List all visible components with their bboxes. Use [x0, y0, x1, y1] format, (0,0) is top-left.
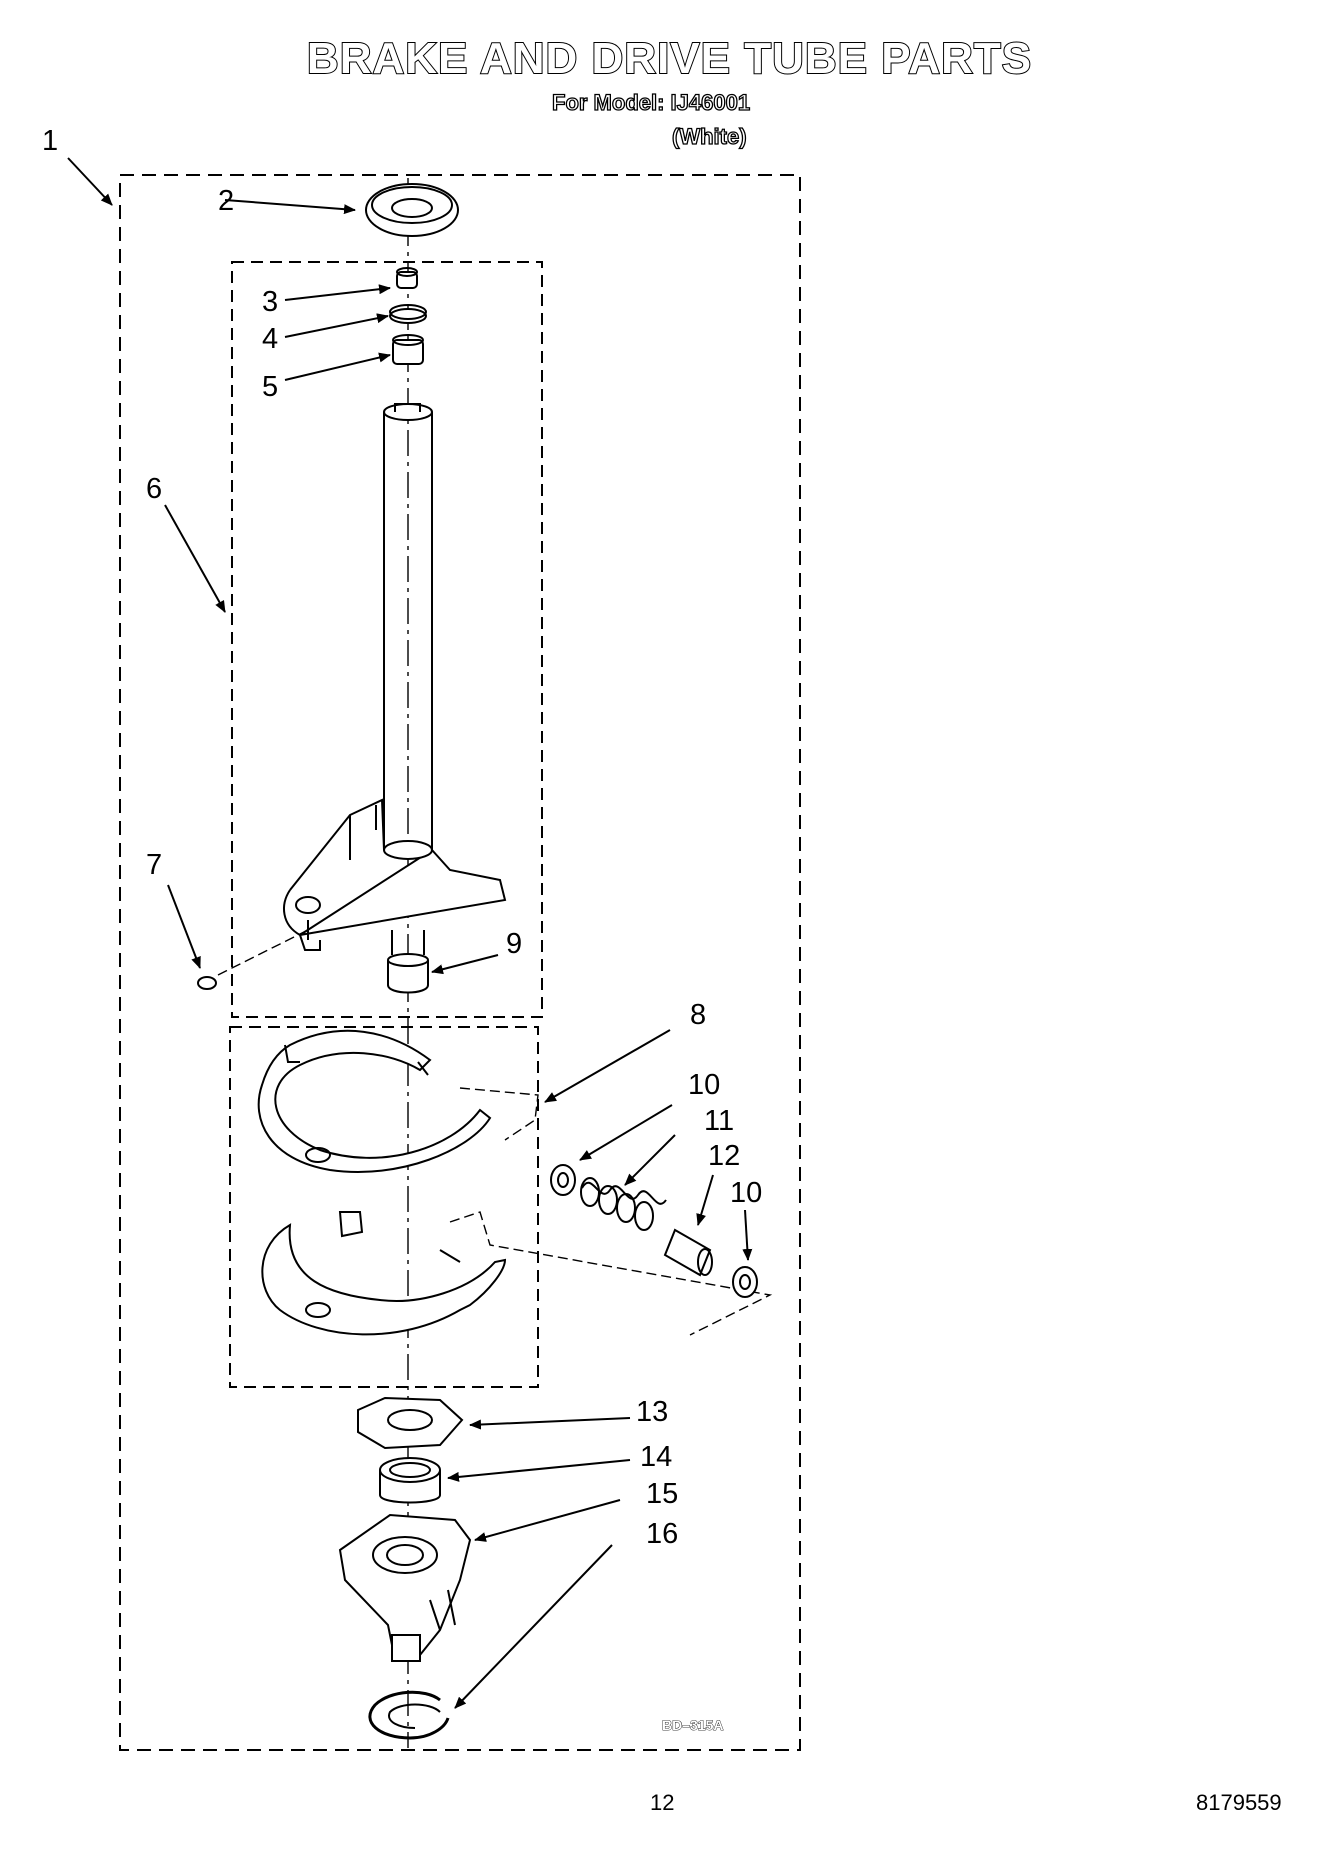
- callout-8: 8: [690, 999, 706, 1031]
- upper-brake-shoe: [257, 1029, 492, 1173]
- leader-14: [447, 1459, 631, 1482]
- leader-13: [469, 1417, 631, 1430]
- callout-3: 3: [262, 286, 278, 318]
- callout-5: 5: [262, 371, 278, 403]
- callout-15: 15: [646, 1478, 678, 1510]
- lower-brake-shoe: [261, 1211, 507, 1336]
- snap-ring-part-16: [368, 1690, 450, 1740]
- callout-10b: 10: [730, 1177, 762, 1209]
- diagram-code: BD–315A: [662, 1717, 723, 1733]
- callout-10a: 10: [688, 1069, 720, 1101]
- leader-3: [284, 284, 391, 301]
- callout-4: 4: [262, 323, 278, 355]
- leader-5: [284, 352, 391, 381]
- grommet-part-9: [387, 953, 429, 994]
- brake-shoe-box: [229, 1026, 539, 1388]
- callout-14: 14: [640, 1441, 672, 1473]
- ring-part-3: [396, 267, 418, 289]
- leader-1: [67, 157, 113, 206]
- callout-6: 6: [146, 473, 162, 505]
- callout-16: 16: [646, 1518, 678, 1550]
- page-title: BRAKE AND DRIVE TUBE PARTS: [306, 33, 1033, 84]
- assembly-box: [119, 174, 801, 1751]
- callout-2: 2: [218, 185, 234, 217]
- document-number: 8179559: [1196, 1790, 1282, 1815]
- drive-tube-box: [231, 261, 543, 1018]
- leader-2: [224, 199, 356, 215]
- leader-9: [431, 954, 499, 975]
- callout-7: 7: [146, 849, 162, 881]
- callout-9: 9: [506, 928, 522, 960]
- callout-12: 12: [708, 1140, 740, 1172]
- leader-10b: [742, 1209, 753, 1261]
- leader-6: [164, 504, 226, 613]
- leader-16: [454, 1544, 613, 1709]
- leader-11: [624, 1134, 676, 1186]
- bushing-part-14: [379, 1457, 441, 1504]
- callout-1: 1: [42, 125, 58, 157]
- leader-10a: [579, 1104, 673, 1161]
- plate-part-13: [357, 1396, 464, 1450]
- callout-13: 13: [636, 1396, 668, 1428]
- page-number: 12: [650, 1790, 675, 1815]
- leader-12: [696, 1174, 714, 1226]
- leader-15: [474, 1499, 621, 1542]
- spring-part-11: [580, 1177, 667, 1231]
- washer-part-10b: [732, 1266, 758, 1298]
- leader-8: [544, 1029, 671, 1103]
- model-number: For Model: IJ46001: [551, 89, 751, 115]
- callout-11: 11: [704, 1105, 734, 1137]
- ring-part-4: [389, 304, 427, 324]
- leader-4: [284, 313, 389, 338]
- bushing-part-5: [392, 334, 424, 365]
- leader-7: [167, 884, 201, 969]
- clip-part-7: [197, 976, 217, 990]
- pin-part-12: [663, 1228, 713, 1277]
- housing-part-15: [338, 1513, 472, 1662]
- model-variant: (White): [671, 123, 747, 149]
- washer-part-10a: [550, 1164, 576, 1196]
- drive-tube-part: [283, 403, 507, 955]
- seal-part: [365, 183, 459, 237]
